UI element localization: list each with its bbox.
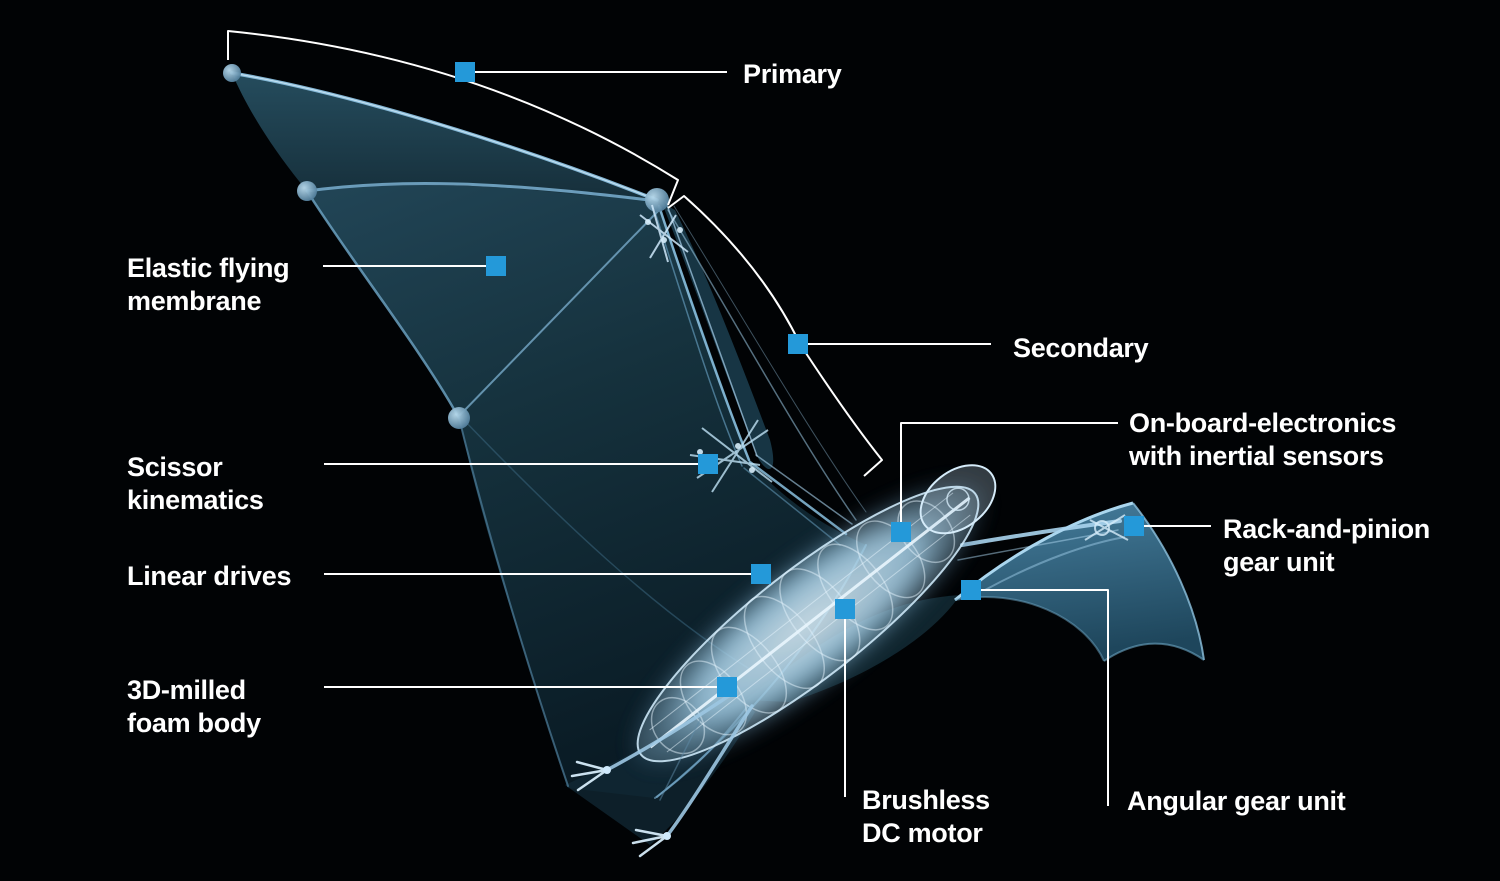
- tail-membrane: [955, 503, 1204, 661]
- brushless_dc_motor-marker: [835, 599, 855, 619]
- primary-bracket: [227, 30, 679, 206]
- head: [919, 464, 997, 535]
- wing-skeleton: [230, 71, 1122, 799]
- finger-joint-balls: [223, 64, 669, 429]
- onboard_electronics-leader: [900, 422, 1118, 522]
- label-secondary: Secondary: [1013, 333, 1149, 363]
- label-scissor-kinematics: Scissor kinematics: [127, 452, 264, 515]
- rack-pinion-mechanism: [1084, 514, 1129, 541]
- label-elastic-flying-membrane: Elastic flying membrane: [127, 253, 290, 316]
- upper-finger-membrane: [232, 73, 657, 200]
- secondary-bracket: [667, 195, 883, 477]
- angular_gear_unit-leader: [981, 589, 1109, 806]
- secondary-marker: [788, 334, 808, 354]
- foam_body-marker: [717, 677, 737, 697]
- rack_and_pinion_gear_unit-marker: [1124, 516, 1144, 536]
- label-angular-gear-unit: Angular gear unit: [1127, 786, 1346, 816]
- label-linear-drives: Linear drives: [127, 561, 292, 591]
- primary-marker: [455, 62, 475, 82]
- label-foam-body: 3D-milled foam body: [127, 675, 261, 738]
- scissor_kinematics-marker: [698, 454, 718, 474]
- elastic_flying_membrane-marker: [486, 256, 506, 276]
- label-onboard-electronics: On-board-electronics with inertial senso…: [1129, 408, 1397, 471]
- linear_drives-marker: [751, 564, 771, 584]
- legs-and-feet: [570, 691, 754, 858]
- label-primary: Primary: [743, 59, 842, 89]
- wrist-mechanism: [639, 204, 689, 263]
- angular_gear_unit-marker: [961, 580, 981, 600]
- scissor-linkage: [689, 419, 773, 493]
- label-rack-and-pinion-gear-unit: Rack-and-pinion gear unit: [1223, 514, 1431, 577]
- onboard_electronics-marker: [891, 522, 911, 542]
- label-brushless-dc-motor: Brushless DC motor: [862, 785, 990, 848]
